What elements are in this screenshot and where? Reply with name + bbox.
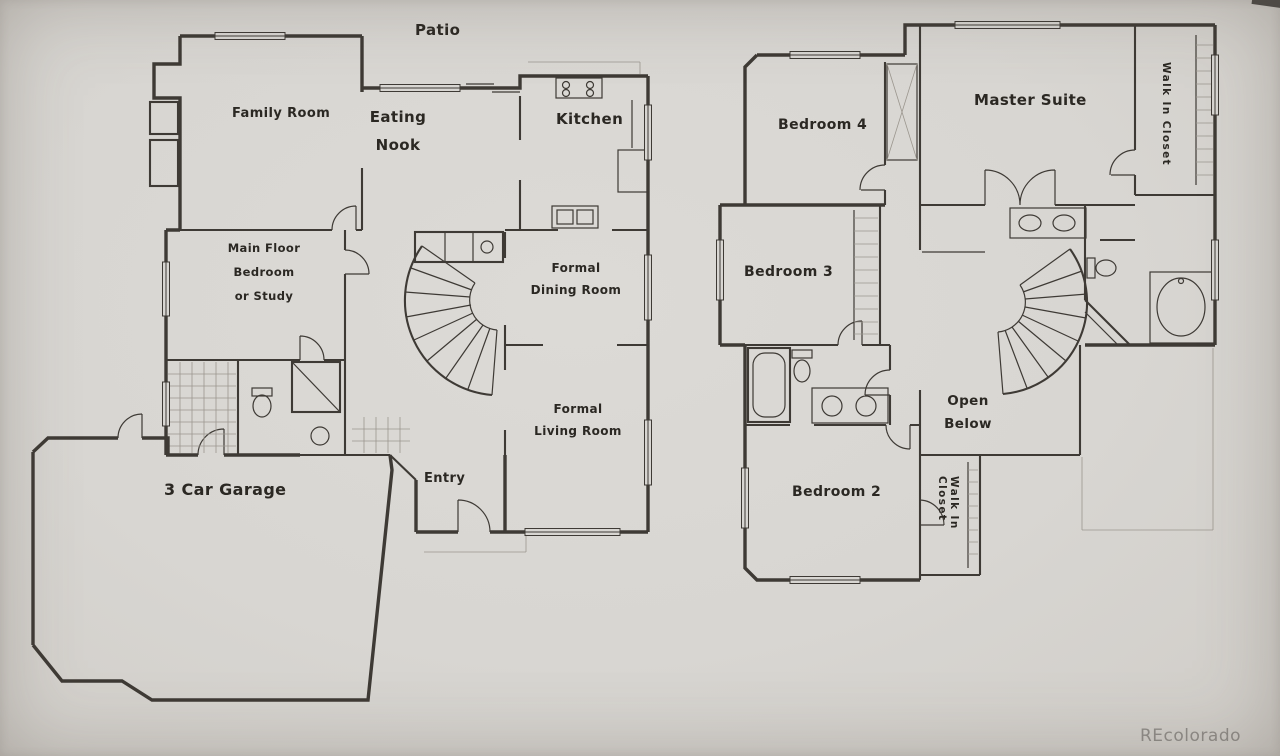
first-floor-staircase-icon xyxy=(403,245,498,397)
shower-icon xyxy=(290,360,342,414)
second-floor-walls xyxy=(718,23,1217,582)
room-label-kitchen: Kitchen xyxy=(556,110,624,128)
first-floor-doors xyxy=(117,83,520,533)
room-label-formal-living-line2: Living Room xyxy=(534,424,622,438)
second-floor-doors xyxy=(837,149,1136,526)
hall-bathtub-icon xyxy=(746,346,792,424)
toilet-icon xyxy=(251,387,273,418)
room-label-garage: 3 Car Garage xyxy=(164,480,287,499)
bath-sink-icon xyxy=(310,426,330,446)
room-label-open-below: Open Below xyxy=(934,390,1002,436)
stove-icon xyxy=(555,77,603,99)
second-floor-staircase-icon xyxy=(997,248,1089,396)
master-toilet-icon xyxy=(1086,257,1117,279)
room-label-open-below-line2: Below xyxy=(944,416,992,432)
room-label-formal-living: Formal Living Room xyxy=(528,398,628,442)
room-label-family-room: Family Room xyxy=(232,106,331,121)
garage-walls xyxy=(31,436,394,702)
master-bathtub-icon xyxy=(1149,271,1216,344)
first-floor-windows xyxy=(162,32,652,536)
recolorado-watermark: REcolorado xyxy=(1140,726,1242,746)
patio-slider-icon xyxy=(466,83,520,93)
room-label-eating-nook-line2: Nook xyxy=(375,136,421,154)
room-label-bedroom2: Bedroom 2 xyxy=(792,484,882,500)
powder-room-icon xyxy=(413,230,505,264)
powder-sink-icon xyxy=(480,240,494,254)
room-label-formal-dining-line1: Formal xyxy=(551,261,601,275)
lower-roof-outline xyxy=(1081,348,1214,531)
second-floor-windows xyxy=(716,21,1219,584)
room-label-formal-dining-line2: Dining Room xyxy=(530,283,622,297)
master-double-door-icon xyxy=(984,169,1056,206)
hall-closet-icon xyxy=(886,63,918,161)
room-label-patio: Patio xyxy=(415,21,461,39)
room-label-main-floor-bedroom-line1: Main Floor Bedroom xyxy=(227,241,301,279)
second-floor-fixtures xyxy=(746,35,1216,568)
room-label-eating-nook: Eating Nook xyxy=(362,103,434,159)
room-label-walk-in-closet-master: Walk In Closet xyxy=(1160,62,1172,167)
first-floor-fixtures xyxy=(168,61,649,553)
room-label-bedroom4: Bedroom 4 xyxy=(778,117,868,133)
room-label-open-below-line1: Open xyxy=(947,393,989,409)
hall-toilet-icon xyxy=(791,349,813,383)
room-label-main-floor-bedroom-line2: or Study xyxy=(234,289,294,303)
patio-step-outline xyxy=(528,61,641,74)
room-label-entry: Entry xyxy=(424,471,466,486)
master-closet-hangers-icon xyxy=(1195,35,1213,185)
hall-double-sink-icon xyxy=(811,387,889,424)
room-label-formal-living-line1: Formal xyxy=(553,402,603,416)
room-label-main-floor-bedroom: Main Floor Bedroom or Study xyxy=(196,236,332,308)
room-label-walk-in-closet-2: Walk In Closet xyxy=(936,476,960,530)
bedroom3-closet-hangers-icon xyxy=(853,210,878,340)
master-double-sink-icon xyxy=(1009,207,1087,239)
hall-tile-icon xyxy=(352,417,410,453)
kitchen-sink-icon xyxy=(551,205,599,229)
media-niche-icon xyxy=(148,138,180,188)
refrigerator-icon xyxy=(617,100,649,193)
porch-outline xyxy=(424,534,527,553)
room-label-formal-dining: Formal Dining Room xyxy=(528,257,624,301)
bedroom2-closet-hangers-icon xyxy=(967,462,978,568)
room-label-bedroom3: Bedroom 3 xyxy=(744,264,834,280)
room-label-eating-nook-line1: Eating xyxy=(369,108,427,126)
fireplace-icon xyxy=(148,100,180,136)
front-door-icon xyxy=(457,499,491,533)
room-label-master-suite: Master Suite xyxy=(974,91,1087,109)
master-shower-icon xyxy=(1084,311,1119,346)
laundry-tile-icon xyxy=(168,362,236,453)
